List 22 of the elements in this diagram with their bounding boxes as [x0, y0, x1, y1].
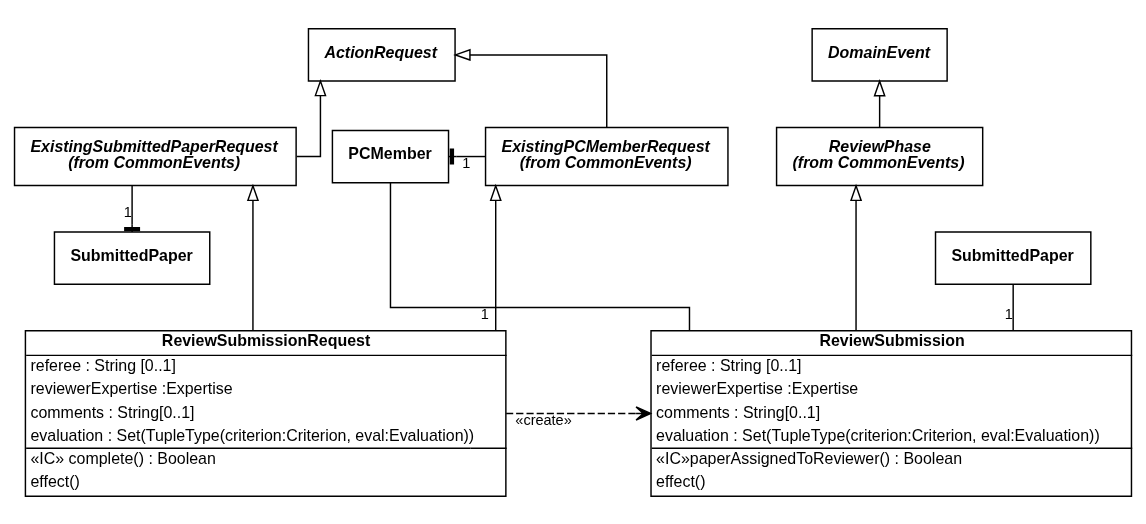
node-box: ExistingSubmittedPaperRequest (from CommonEvents): [13, 126, 297, 186]
arrow: [296, 78, 327, 157]
edge-label: 1: [1004, 305, 1013, 322]
node-box: ReviewPhase (from CommonEvents): [775, 126, 984, 186]
node-box: ExistingPCMemberRequest (from CommonEvents): [484, 126, 729, 186]
node-box: ActionRequest: [307, 27, 456, 82]
node-box: SubmittedPaper: [934, 230, 1092, 285]
node-box: PCMember: [331, 129, 450, 183]
arrow: [873, 78, 886, 128]
arrow: [489, 183, 502, 331]
edge-label: 1: [462, 154, 471, 171]
node-box: SubmittedPaper: [53, 230, 211, 285]
connector: [389, 181, 691, 331]
arrow: [505, 405, 652, 421]
arrow: [453, 48, 608, 128]
arrow: [849, 183, 863, 331]
node-box: DomainEvent: [811, 27, 948, 82]
edge-label: «create»: [515, 411, 572, 428]
edge-label: 1: [480, 305, 489, 322]
arrow: [246, 183, 260, 331]
connector: [1012, 283, 1014, 331]
edge-label: 1: [123, 203, 132, 220]
